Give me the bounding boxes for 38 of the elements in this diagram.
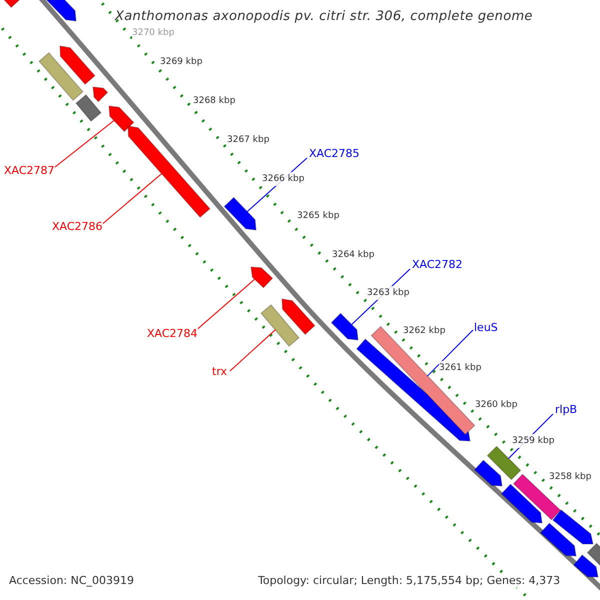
gene-bar bbox=[586, 542, 600, 568]
gene-block bbox=[127, 125, 211, 218]
gene-block bbox=[1, 0, 22, 8]
scale-label: 3260 kbp bbox=[475, 398, 518, 412]
scale-label: 3267 kbp bbox=[227, 133, 270, 147]
scale-label: 3263 kbp bbox=[367, 286, 410, 300]
scale-label: 3270 kbp bbox=[132, 26, 174, 40]
scale-label: 3269 kbp bbox=[160, 55, 202, 69]
gene-block bbox=[59, 45, 96, 85]
genome-stats-text: Topology: circular; Length: 5,175,554 bp; Genes: 4,373 bbox=[258, 574, 560, 588]
gene-bar bbox=[486, 446, 522, 480]
gene-block bbox=[573, 554, 599, 578]
leader-line bbox=[230, 329, 276, 372]
genome-title: Xanthomonas axonopodis pv. citri str. 306, complete genome bbox=[115, 10, 533, 24]
gene-block bbox=[552, 509, 594, 544]
accession-text: Accession: NC_003919 bbox=[9, 574, 134, 588]
gene-label: rlpB bbox=[555, 403, 578, 417]
gene-bar bbox=[75, 94, 102, 122]
gene-block bbox=[108, 105, 134, 132]
gene-block bbox=[474, 460, 503, 487]
scale-label: 3264 kbp bbox=[332, 248, 374, 262]
scale-label: 3261 kbp bbox=[439, 361, 482, 375]
scale-label: 3258 kbp bbox=[549, 470, 592, 484]
scale-label: 3266 kbp bbox=[262, 172, 304, 186]
leader-line bbox=[426, 330, 474, 377]
scale-label: 3268 kbp bbox=[193, 94, 236, 108]
gene-block bbox=[92, 86, 108, 102]
gene-block bbox=[224, 196, 257, 231]
gene-block bbox=[330, 312, 359, 341]
gene-bar bbox=[260, 304, 300, 347]
gene-block bbox=[500, 484, 543, 524]
scale-label: 3262 kbp bbox=[403, 324, 446, 338]
gene-block bbox=[540, 522, 577, 557]
gene-block bbox=[250, 266, 274, 288]
scale-label: 3265 kbp bbox=[297, 209, 340, 223]
gene-block bbox=[281, 298, 316, 336]
scale-label: 3259 kbp bbox=[512, 434, 554, 448]
gene-bar bbox=[38, 52, 84, 101]
